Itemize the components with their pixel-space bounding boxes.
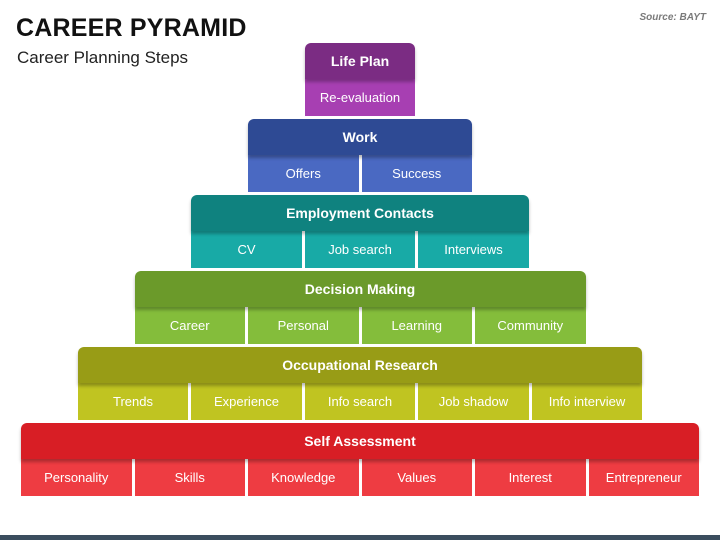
tier-cell: Offers [248,155,359,192]
tier-cell: Personal [248,307,359,344]
tier-cell: Values [361,459,472,496]
tier-cell: Skills [134,459,245,496]
tier-cell: Knowledge [248,459,359,496]
page-title: CAREER PYRAMID [16,14,247,42]
tier-header-employment-contacts: Employment Contacts [191,195,529,231]
tier-cell: Experience [191,383,302,420]
tier-cell: Entrepreneur [588,459,699,496]
tier-cell: Learning [361,307,472,344]
tier-header-life-plan: Life Plan [304,43,416,79]
tier-cell: Community [475,307,586,344]
page-subtitle: Career Planning Steps [17,48,189,67]
tier-header-self-assessment: Self Assessment [21,423,699,459]
tier-cell: Interest [475,459,586,496]
tier-header-work: Work [248,119,472,155]
tier-cell: Personality [21,459,132,496]
tier-cells-life-plan: Re-evaluation [304,79,416,116]
tier-cell: Info search [304,383,416,420]
tier-header-decision-making: Decision Making [134,271,586,307]
tier-cell: Info interview [531,383,643,420]
tier-cell: Trends [77,383,189,420]
tier-cell: Interviews [418,231,529,268]
tier-header-occupational-research: Occupational Research [77,347,643,383]
tier-cell: Career [134,307,245,344]
tier-cell: Re-evaluation [304,79,416,116]
bottom-divider [0,535,720,540]
tier-cell: Job shadow [418,383,529,420]
tier-cell: Job search [304,231,416,268]
tier-cell: CV [191,231,302,268]
source-note: Source: BAYT [639,12,707,23]
tier-cell: Success [361,155,472,192]
